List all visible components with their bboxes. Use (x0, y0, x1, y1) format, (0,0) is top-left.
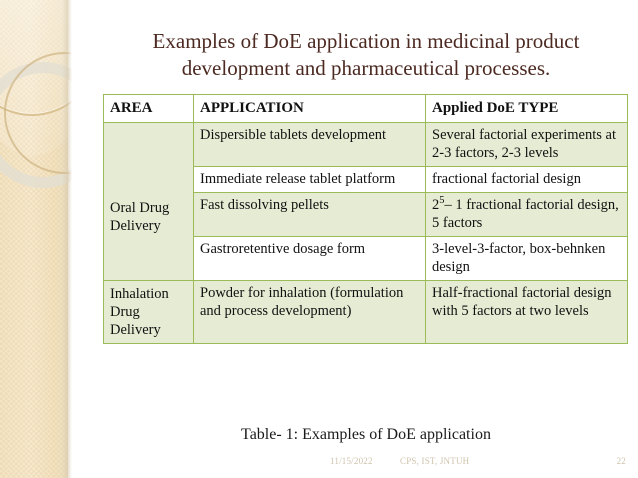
slide-number: 22 (616, 456, 626, 466)
doe-type-cell: 25– 1 fractional factorial design, 5 fac… (425, 192, 628, 237)
application-cell: Gastroretentive dosage form (193, 236, 426, 281)
application-cell: Dispersible tablets development (193, 122, 426, 167)
doe-type-cell: 3-level-3-factor, box-behnken design (425, 236, 628, 281)
doe-table: AREA APPLICATION Applied DoE TYPE Oral D… (103, 94, 628, 344)
table-row: Oral Drug Delivery Dispersible tablets d… (103, 122, 628, 281)
page-title-line-2: development and pharmaceutical processes… (181, 56, 551, 80)
footer-organization: CPS, IST, JNTUH (400, 456, 470, 466)
table-header-row: AREA APPLICATION Applied DoE TYPE (103, 94, 628, 123)
page-title: Examples of DoE application in medicinal… (96, 28, 636, 82)
doe-table-container: AREA APPLICATION Applied DoE TYPE Oral D… (103, 94, 628, 344)
doe-type-base: 2 (432, 197, 440, 213)
table-row: Gastroretentive dosage form 3-level-3-fa… (104, 236, 628, 281)
footer-date: 11/15/2022 (330, 456, 373, 466)
doe-type-cell: fractional factorial design (425, 166, 628, 193)
application-cell: Powder for inhalation (formulation and p… (193, 280, 426, 344)
doe-type-cell: Several factorial experiments at 2-3 fac… (425, 122, 628, 167)
doe-type-cell: Half-fractional factorial design with 5 … (425, 280, 628, 344)
decorative-side-band (0, 0, 72, 478)
application-cell: Immediate release tablet platform (193, 166, 426, 193)
band-edge-fade (62, 0, 72, 478)
page-title-line-1: Examples of DoE application in medicinal… (152, 29, 580, 53)
column-header-doe-type: Applied DoE TYPE (425, 94, 628, 123)
column-header-area: AREA (103, 94, 194, 123)
area-cell-oral-drug-delivery: Oral Drug Delivery (103, 122, 194, 281)
area-cell-inhalation-drug-delivery: Inhalation Drug Delivery (103, 280, 194, 344)
application-cell: Fast dissolving pellets (193, 192, 426, 237)
table-row: Fast dissolving pellets 25– 1 fractional… (104, 192, 628, 237)
column-header-application: APPLICATION (193, 94, 426, 123)
table-row: Immediate release tablet platform fracti… (104, 166, 628, 193)
doe-type-remainder: – 1 fractional factorial design, 5 facto… (432, 197, 619, 231)
table-row: Inhalation Drug Delivery Powder for inha… (103, 280, 628, 344)
table-caption: Table- 1: Examples of DoE application (241, 426, 491, 443)
doe-type-exponent: 5 (439, 195, 445, 207)
